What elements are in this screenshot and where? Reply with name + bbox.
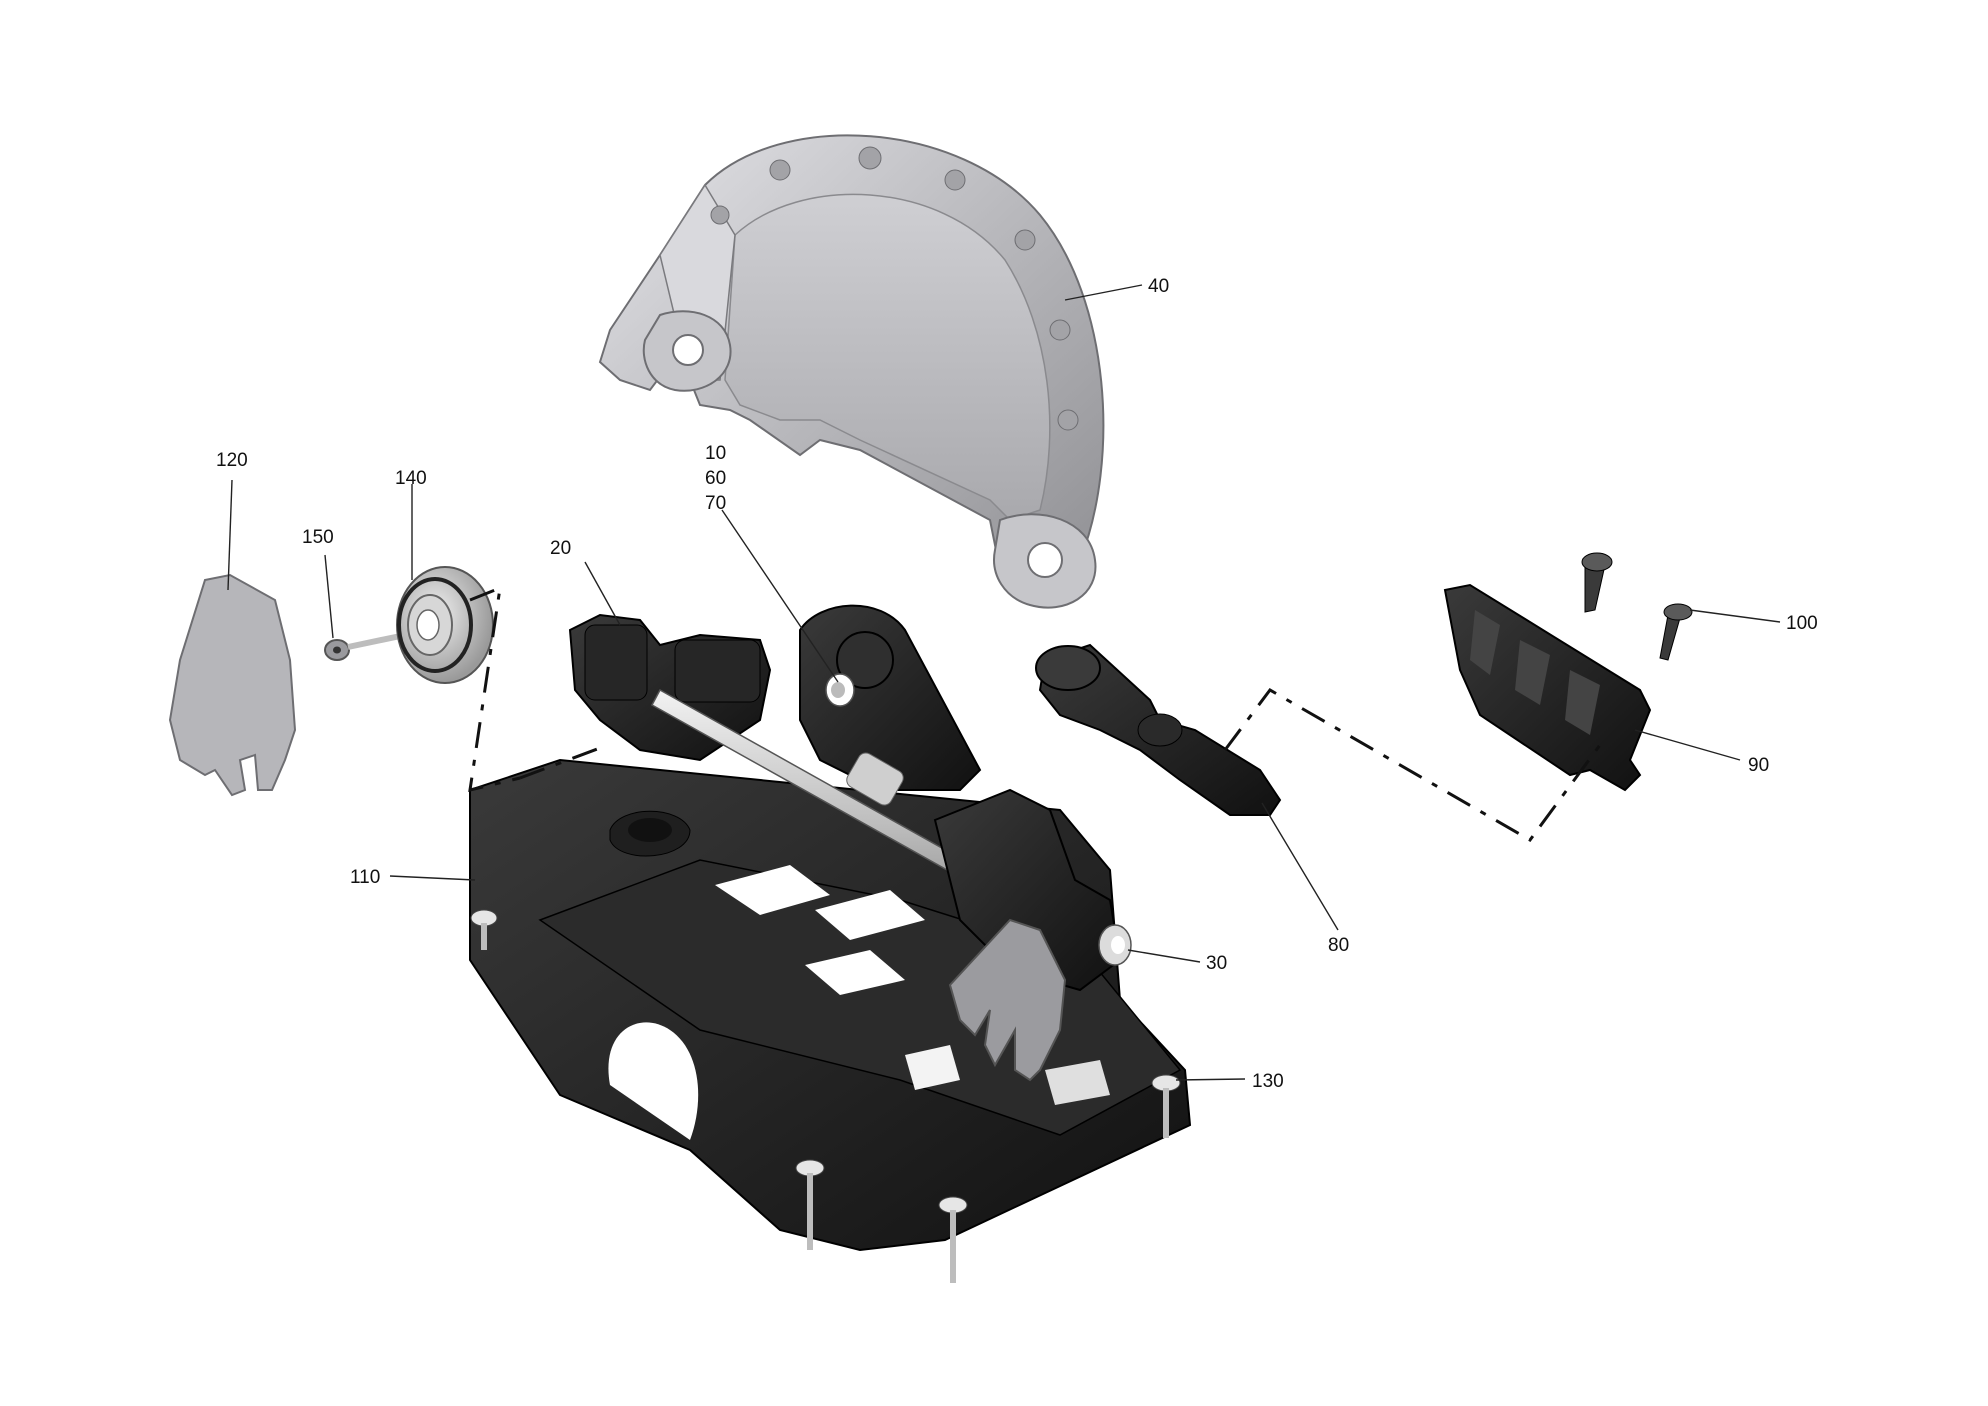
callout-60: 60	[705, 468, 726, 489]
screw-130-d	[470, 909, 498, 950]
screw-130-a	[1151, 1074, 1181, 1138]
part-90-bracket	[1443, 583, 1652, 792]
callout-10: 10	[705, 443, 726, 464]
callout-labels: 40 120 140 150 20 10 60 70 100 90 110 80…	[216, 276, 1818, 1092]
callout-130: 130	[1252, 1071, 1284, 1092]
part-120-plate	[168, 573, 297, 797]
part-100-screws	[1581, 552, 1693, 661]
callout-110: 110	[350, 867, 380, 888]
callout-120: 120	[216, 450, 248, 471]
part-130-screws	[470, 909, 1181, 1283]
screw-130-c	[938, 1196, 968, 1283]
callout-140: 140	[395, 468, 427, 489]
callout-70: 70	[705, 493, 726, 514]
part-140-bearing	[396, 566, 494, 684]
part-30-gear-assembly	[933, 788, 1132, 1082]
callout-90: 90	[1748, 755, 1769, 776]
part-80-sensor	[1035, 643, 1282, 816]
part-40-cover	[598, 134, 1105, 609]
callout-20: 20	[550, 538, 571, 559]
callout-100: 100	[1786, 613, 1818, 634]
callout-30: 30	[1206, 953, 1227, 974]
callout-150: 150	[302, 527, 334, 548]
part-110-housing	[469, 758, 1192, 1252]
callout-80: 80	[1328, 935, 1349, 956]
leader-lines	[227, 284, 1781, 1081]
screw-130-b	[795, 1159, 825, 1250]
callout-40: 40	[1148, 276, 1169, 297]
assembly-lines	[468, 585, 1602, 842]
